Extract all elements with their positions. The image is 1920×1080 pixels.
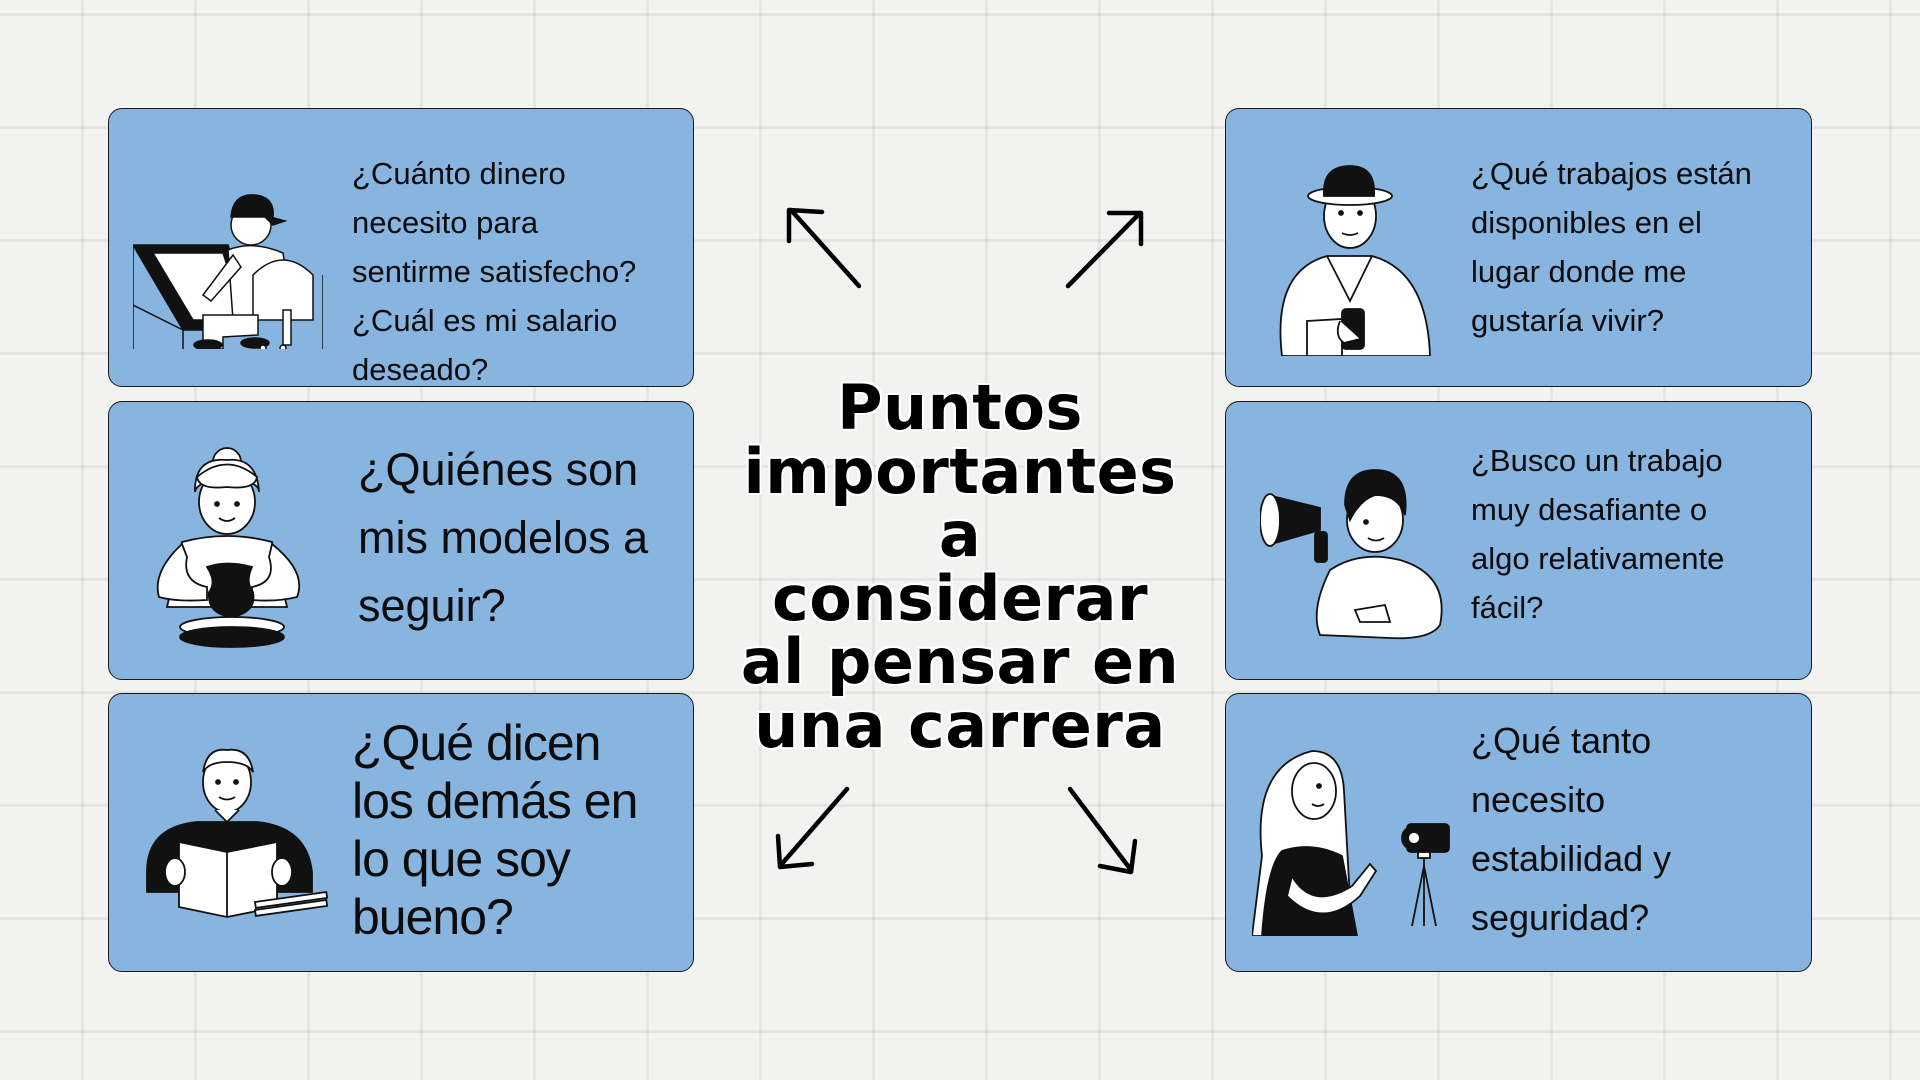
page-title: Puntos importantes a considerar al pensa… [740,371,1180,762]
card-stability: ¿Qué tanto necesito estabilidad y seguri… [1225,693,1812,972]
man-with-megaphone-icon [1260,469,1443,640]
arrow-up-left-icon [786,207,862,289]
card-text: ¿Qué trabajos están disponibles en el lu… [1471,156,1752,338]
card-text: ¿Quiénes son mis modelos a seguir? [358,444,649,631]
card-text: ¿Busco un trabajo muy desafiante o algo … [1471,443,1725,625]
arrow-down-left-icon [775,786,850,870]
man-with-hat-holding-phone-icon [1279,165,1431,356]
person-drawing-at-drafting-table-icon [133,194,323,349]
card-challenge: ¿Busco un trabajo muy desafiante o algo … [1225,401,1812,680]
card-salary: ¿Cuánto dinero necesito para sentirme sa… [108,108,694,387]
card-text: ¿Cuánto dinero necesito para sentirme sa… [352,156,637,387]
card-text: ¿Qué dicen los demás en lo que soy bueno… [352,715,638,945]
card-text: ¿Qué tanto necesito estabilidad y seguri… [1471,720,1672,938]
woman-with-camera-tripod-icon [1252,750,1450,936]
card-jobs-available: ¿Qué trabajos están disponibles en el lu… [1225,108,1812,387]
card-role-models: ¿Quiénes son mis modelos a seguir? [108,401,694,680]
arrow-down-right-icon [1067,786,1138,875]
card-others-opinion: ¿Qué dicen los demás en lo que soy bueno… [108,693,694,972]
person-reading-book-icon [146,748,329,918]
arrow-up-right-icon [1065,210,1144,289]
person-making-pottery-icon [156,447,301,648]
